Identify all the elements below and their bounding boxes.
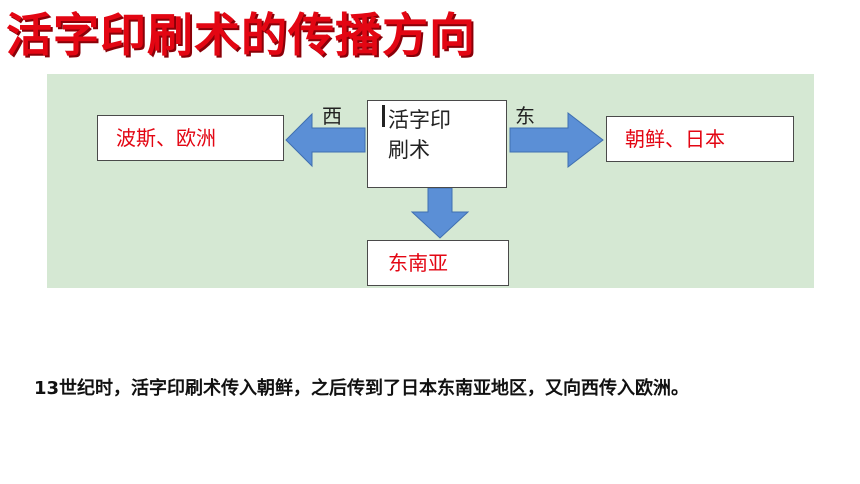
southeast-asia-box: 东南亚 [367,240,509,286]
slide-title: 活字印刷术的传播方向 [6,8,476,62]
south-arrow [410,187,470,239]
southeast-asia-label: 东南亚 [388,251,448,275]
text-cursor [382,105,385,127]
korea-japan-box: 朝鲜、日本 [606,116,794,162]
caption-text: 13世纪时，活字印刷术传入朝鲜，之后传到了日本东南亚地区，又向西传入欧洲。 [34,378,690,399]
east-direction-label: 东 [515,104,535,128]
west-direction-label: 西 [322,104,342,128]
center-label-line2: 刷术 [388,138,430,162]
west-arrow [285,112,366,168]
persia-europe-box: 波斯、欧洲 [97,115,284,161]
korea-japan-label: 朝鲜、日本 [625,127,725,151]
center-label-line1: 活字印 [388,108,451,132]
movable-type-box: 活字印 刷术 [367,100,507,188]
east-arrow [509,111,604,169]
persia-europe-label: 波斯、欧洲 [116,126,216,150]
